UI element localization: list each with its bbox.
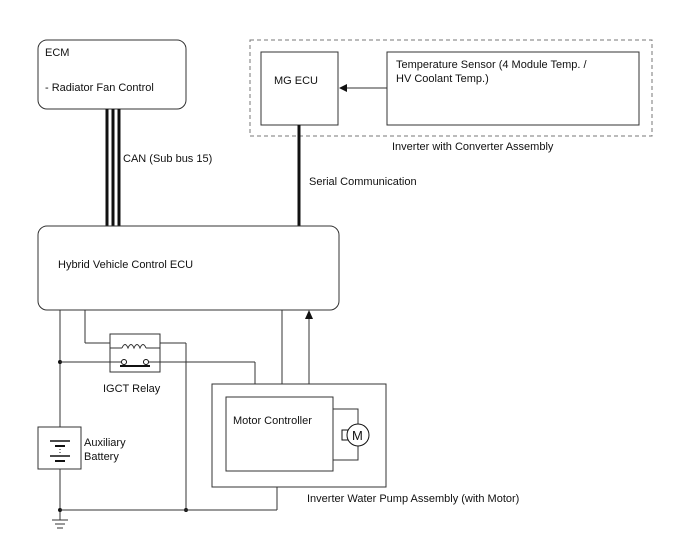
motor-controller-box [225, 396, 334, 472]
ground-symbol [52, 519, 68, 529]
pump-to-ecu-arrowhead [305, 310, 313, 319]
motor-symbol: M [352, 428, 363, 443]
battery-label-2: Battery [84, 451, 119, 463]
relay-contact-right [143, 359, 149, 365]
igct-relay-block: IGCT Relay [103, 333, 161, 395]
relay-coil-icon [121, 344, 147, 350]
mg-ecu-label: MG ECU [274, 75, 318, 87]
inverter-assembly-label: Inverter with Converter Assembly [392, 141, 554, 153]
mg-ecu-box [260, 51, 339, 126]
pump-assembly-label: Inverter Water Pump Assembly (with Motor… [307, 493, 519, 505]
pump-assembly-block: Motor Controller M Inverter Water Pump A… [211, 383, 519, 505]
temp-sensor-label-2: HV Coolant Temp.) [396, 73, 489, 85]
sensor-to-mg-ecu-arrowhead [339, 84, 347, 92]
serial-link: Serial Communication [297, 125, 417, 226]
battery-label-1: Auxiliary [84, 437, 126, 449]
temp-sensor-box [386, 51, 640, 126]
motor-wire-bottom [333, 445, 359, 461]
ecm-block: ECM - Radiator Fan Control [37, 39, 187, 110]
can-bus: CAN (Sub bus 15) [105, 109, 212, 226]
can-bus-label: CAN (Sub bus 15) [123, 153, 212, 165]
ecm-title: ECM [45, 47, 69, 59]
motor-wire-top [333, 408, 359, 424]
serial-label: Serial Communication [309, 176, 417, 188]
hv-ecu-block: Hybrid Vehicle Control ECU [37, 225, 340, 311]
auxiliary-battery-block: Auxiliary Battery [37, 426, 126, 470]
inverter-assembly-outline [249, 39, 653, 137]
relay-contact-left [121, 359, 127, 365]
motor-controller-label: Motor Controller [233, 415, 312, 427]
hv-ecu-box [37, 225, 340, 311]
motor-icon [346, 423, 370, 447]
relay-box [109, 333, 161, 373]
hv-ecu-label: Hybrid Vehicle Control ECU [58, 259, 193, 271]
inverter-assembly-block: MG ECU Temperature Sensor (4 Module Temp… [249, 39, 653, 153]
temp-sensor-label-1: Temperature Sensor (4 Module Temp. / [396, 59, 587, 71]
wiring [58, 310, 313, 520]
relay-label: IGCT Relay [103, 383, 161, 395]
battery-box [37, 426, 82, 470]
ecm-function: - Radiator Fan Control [45, 82, 154, 94]
